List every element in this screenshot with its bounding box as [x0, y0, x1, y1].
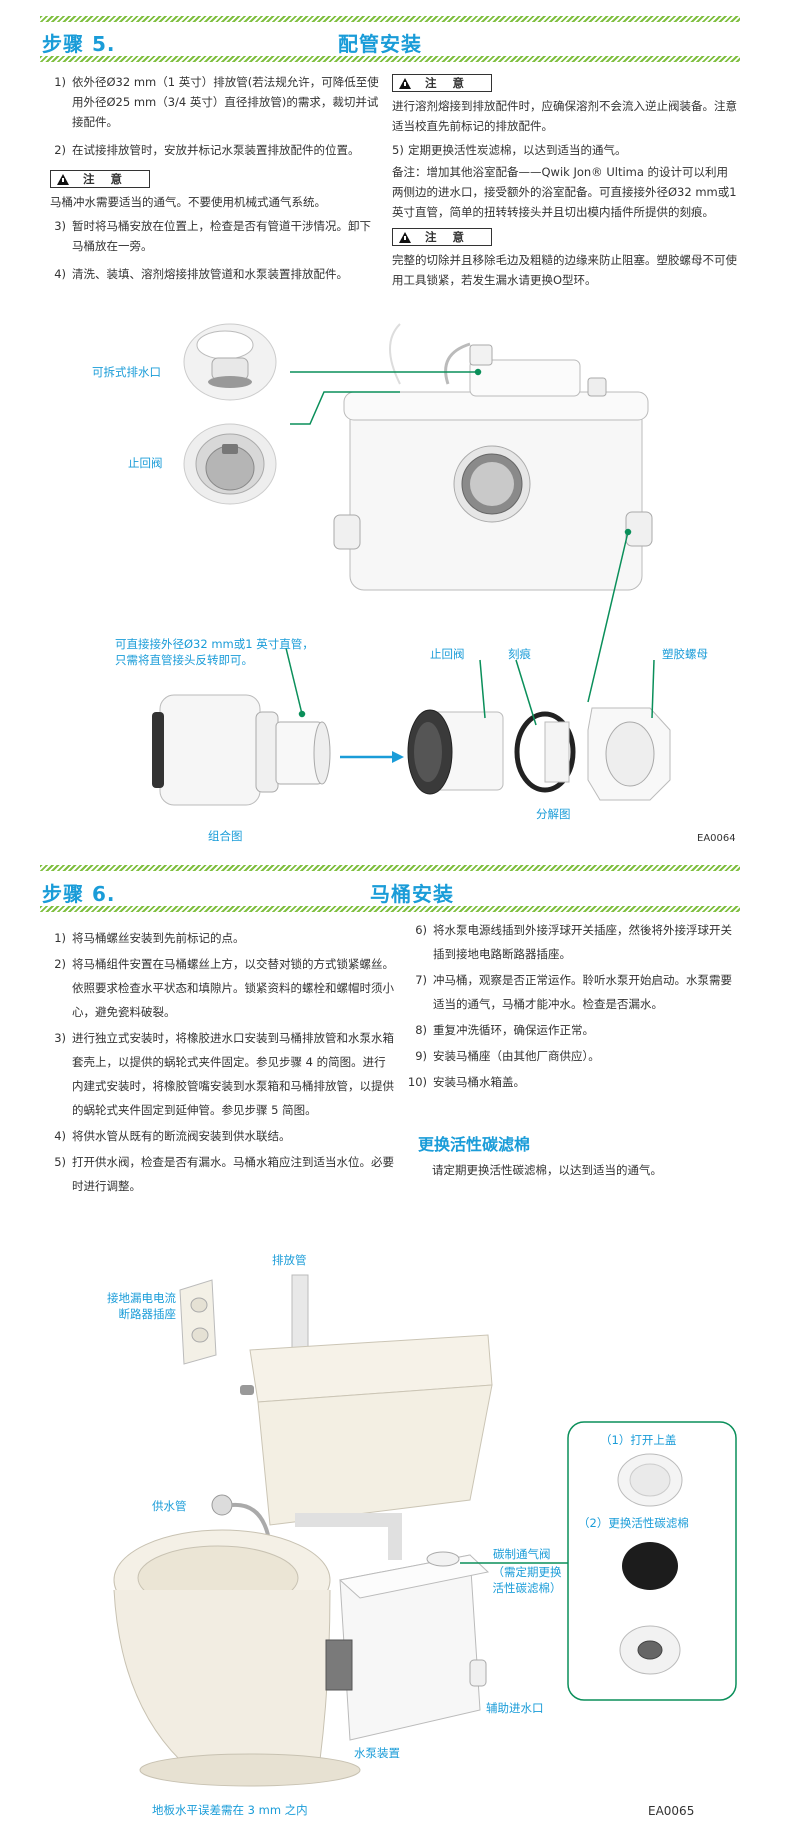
exploded-parts-drawing — [407, 707, 671, 801]
toilet-bowl-drawing — [113, 1529, 361, 1787]
step6-title: 步骤 6. — [42, 882, 116, 906]
label-gasket: 刻痕 — [508, 647, 531, 661]
list-item: 4)清洗、装填、溶剂熔接排放管道和水泵装置排放配件。 — [54, 267, 348, 281]
step6-right-column: 6)将水泵电源线插到外接浮球开关插座，然後将外接浮球开关插到接地电路断路器插座。… — [405, 918, 740, 1096]
label-direct-pipe-2: 只需将直管接头反转即可。 — [115, 653, 253, 667]
section-divider — [40, 906, 740, 912]
label-exploded: 分解图 — [536, 807, 571, 821]
label-removable-outlet: 可拆式排水口 — [92, 365, 161, 379]
step5-subtitle: 配管安装 — [338, 32, 422, 56]
label-open-cover: （1）打开上盖 — [600, 1433, 677, 1447]
section-divider — [40, 865, 740, 871]
toilet-tank-drawing — [240, 1334, 493, 1526]
warning-icon — [399, 77, 411, 89]
list-item: 8)重复冲洗循环，确保运作正常。 — [415, 1023, 594, 1037]
caution-box: 注 意 — [50, 170, 150, 188]
note-text: 备注：增加其他浴室配备——Qwik Jon® Ultima 的设计可以利用两侧边… — [392, 165, 737, 219]
list-item: 2)将马桶组件安置在马桶螺丝上方，以交替对锁的方式锁紧螺丝。依照要求检查水平状态… — [54, 957, 394, 1019]
check-valve-photo — [183, 423, 277, 505]
filter-panel — [567, 1421, 737, 1701]
list-item: 2)在试接排放管时，安放并标记水泵装置排放配件的位置。 — [54, 143, 360, 157]
pump-unit-drawing — [325, 1551, 490, 1741]
step6-subtitle: 马桶安装 — [370, 882, 454, 906]
gfci-outlet-drawing — [179, 1279, 217, 1365]
removable-outlet-photo — [183, 323, 277, 401]
list-item: 6)将水泵电源线插到外接浮球开关插座，然後将外接浮球开关插到接地电路断路器插座。 — [415, 923, 732, 961]
list-item: 4)将供水管从既有的断流阀安装到供水联结。 — [54, 1129, 291, 1143]
filter-heading: 更换活性碳滤棉 — [418, 1135, 531, 1154]
caution-text: 完整的切除并且移除毛边及粗糙的边缘来防止阻塞。塑胶螺母不可使用工具锁紧，若发生漏… — [392, 253, 737, 287]
caution-box: 注 意 — [392, 228, 492, 246]
step5-left-column: 1)依外径Ø32 mm（1 英寸）排放管(若法规允许，可降低至使用外径Ø25 m… — [50, 72, 380, 292]
assembled-fitting-drawing — [152, 694, 331, 806]
label-supply: 供水管 — [152, 1499, 187, 1513]
list-item: 10)安装马桶水箱盖。 — [407, 1075, 525, 1089]
label-outlet-pipe: 排放管 — [272, 1253, 307, 1267]
list-item: 1)将马桶螺丝安装到先前标记的点。 — [54, 931, 245, 945]
supply-pipe-drawing — [211, 1494, 270, 1536]
label-direct-pipe: 可直接接外径Ø32 mm或1 英寸直管， — [115, 637, 314, 651]
label-vent-note: （需定期更换 活性碳滤棉） — [492, 1565, 562, 1595]
label-check-valve: 止回阀 — [128, 456, 163, 470]
label-check-valve-2: 止回阀 — [430, 647, 465, 661]
discharge-pipe-drawing — [295, 1513, 402, 1560]
figure-code: EA0064 — [697, 833, 736, 844]
step5-title: 步骤 5. — [42, 32, 116, 56]
label-plastic-nut: 塑胶螺母 — [662, 647, 708, 661]
label-pump: 水泵装置 — [354, 1746, 400, 1760]
warning-icon — [57, 173, 69, 185]
leader-lines — [285, 368, 655, 726]
filter-text: 请定期更换活性碳滤棉，以达到适当的通气。 — [432, 1163, 662, 1177]
label-vent: 碳制通气阀 — [493, 1547, 551, 1561]
list-item: 1)依外径Ø32 mm（1 英寸）排放管(若法规允许，可降低至使用外径Ø25 m… — [54, 75, 379, 129]
arrow-right-icon — [340, 751, 404, 763]
pump-unit-drawing — [333, 323, 653, 591]
list-item: 3)暂时将马桶安放在位置上，检查是否有管道干涉情况。卸下马桶放在一旁。 — [54, 219, 371, 253]
label-floor: 地板水平误差需在 3 mm 之内 — [152, 1803, 308, 1817]
caution-text: 进行溶剂熔接到排放配件时，应确保溶剂不会流入逆止阀装备。注意适当校直先前标记的排… — [392, 99, 737, 133]
label-replace-filter: （2）更换活性碳滤棉 — [578, 1516, 689, 1530]
section-divider-top — [40, 16, 740, 22]
list-item: 9)安装马桶座（由其他厂商供应）。 — [415, 1049, 600, 1063]
warning-icon — [399, 231, 411, 243]
label-assembled: 组合图 — [208, 829, 243, 843]
figure-code: EA0065 — [648, 1804, 695, 1818]
label-aux-inlet: 辅助进水口 — [486, 1701, 544, 1715]
list-item: 7)冲马桶，观察是否正常运作。聆听水泵开始启动。水泵需要适当的通气，马桶才能冲水… — [415, 973, 732, 1011]
list-item: 5)定期更换活性炭滤棉，以达到适当的通气。 — [392, 143, 627, 157]
label-gfci: 接地漏电电流 断路器插座 — [107, 1291, 176, 1321]
list-item: 5)打开供水阀，检查是否有漏水。马桶水箱应注到适当水位。必要时进行调整。 — [54, 1155, 394, 1193]
caution-text: 马桶冲水需要适当的通气。不要使用机械式通气系统。 — [50, 195, 326, 209]
caution-box: 注 意 — [392, 74, 492, 92]
step5-right-column: 注 意 进行溶剂熔接到排放配件时，应确保溶剂不会流入逆止阀装备。注意适当校直先前… — [392, 72, 737, 294]
list-item: 3)进行独立式安装时，将橡胶进水口安装到马桶排放管和水泵水箱套壳上，以提供的蜗轮… — [54, 1031, 394, 1117]
section-divider — [40, 56, 740, 62]
step6-left-column: 1)将马桶螺丝安装到先前标记的点。 2)将马桶组件安置在马桶螺丝上方，以交替对锁… — [50, 926, 395, 1200]
